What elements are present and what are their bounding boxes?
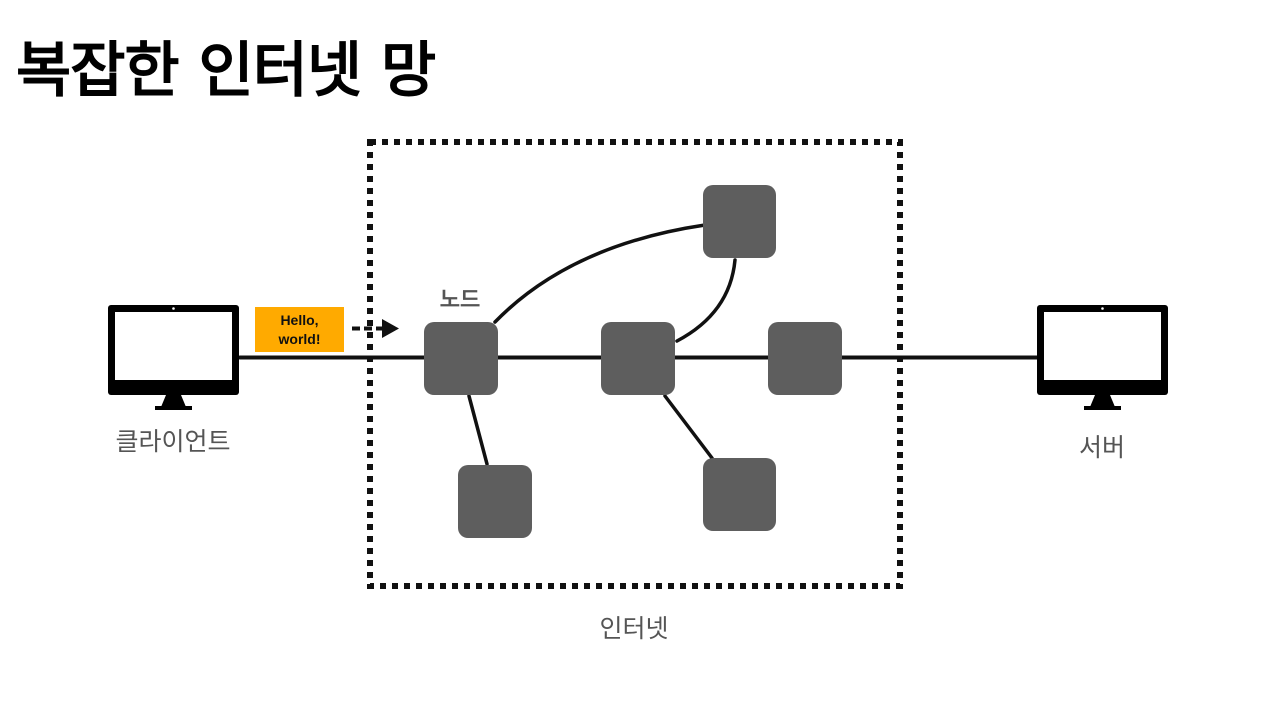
nodes [424, 185, 842, 538]
node-label: 노드 [439, 288, 481, 313]
internet-boundary [367, 139, 903, 589]
message-text: Hello, world! [278, 311, 321, 347]
internet-label: 인터넷 [599, 614, 669, 643]
link-node-b-bottom [663, 394, 714, 460]
node-bottom-right [703, 458, 776, 531]
message-box [255, 307, 344, 352]
client-label: 클라이언트 [115, 427, 231, 456]
link-node-a-bottom [467, 394, 489, 466]
client-monitor-icon [108, 305, 239, 410]
node-a [424, 322, 498, 395]
node-c [768, 322, 842, 395]
server-monitor-icon [1037, 305, 1168, 410]
page-title: 복잡한 인터넷 망 [16, 36, 436, 106]
server-label: 서버 [1078, 433, 1126, 462]
link-node-a-top [493, 223, 707, 324]
arrow-icon [352, 319, 399, 338]
node-bottom-left [458, 465, 532, 538]
node-b [601, 322, 675, 395]
link-node-b-top [675, 258, 737, 343]
node-top [703, 185, 776, 258]
